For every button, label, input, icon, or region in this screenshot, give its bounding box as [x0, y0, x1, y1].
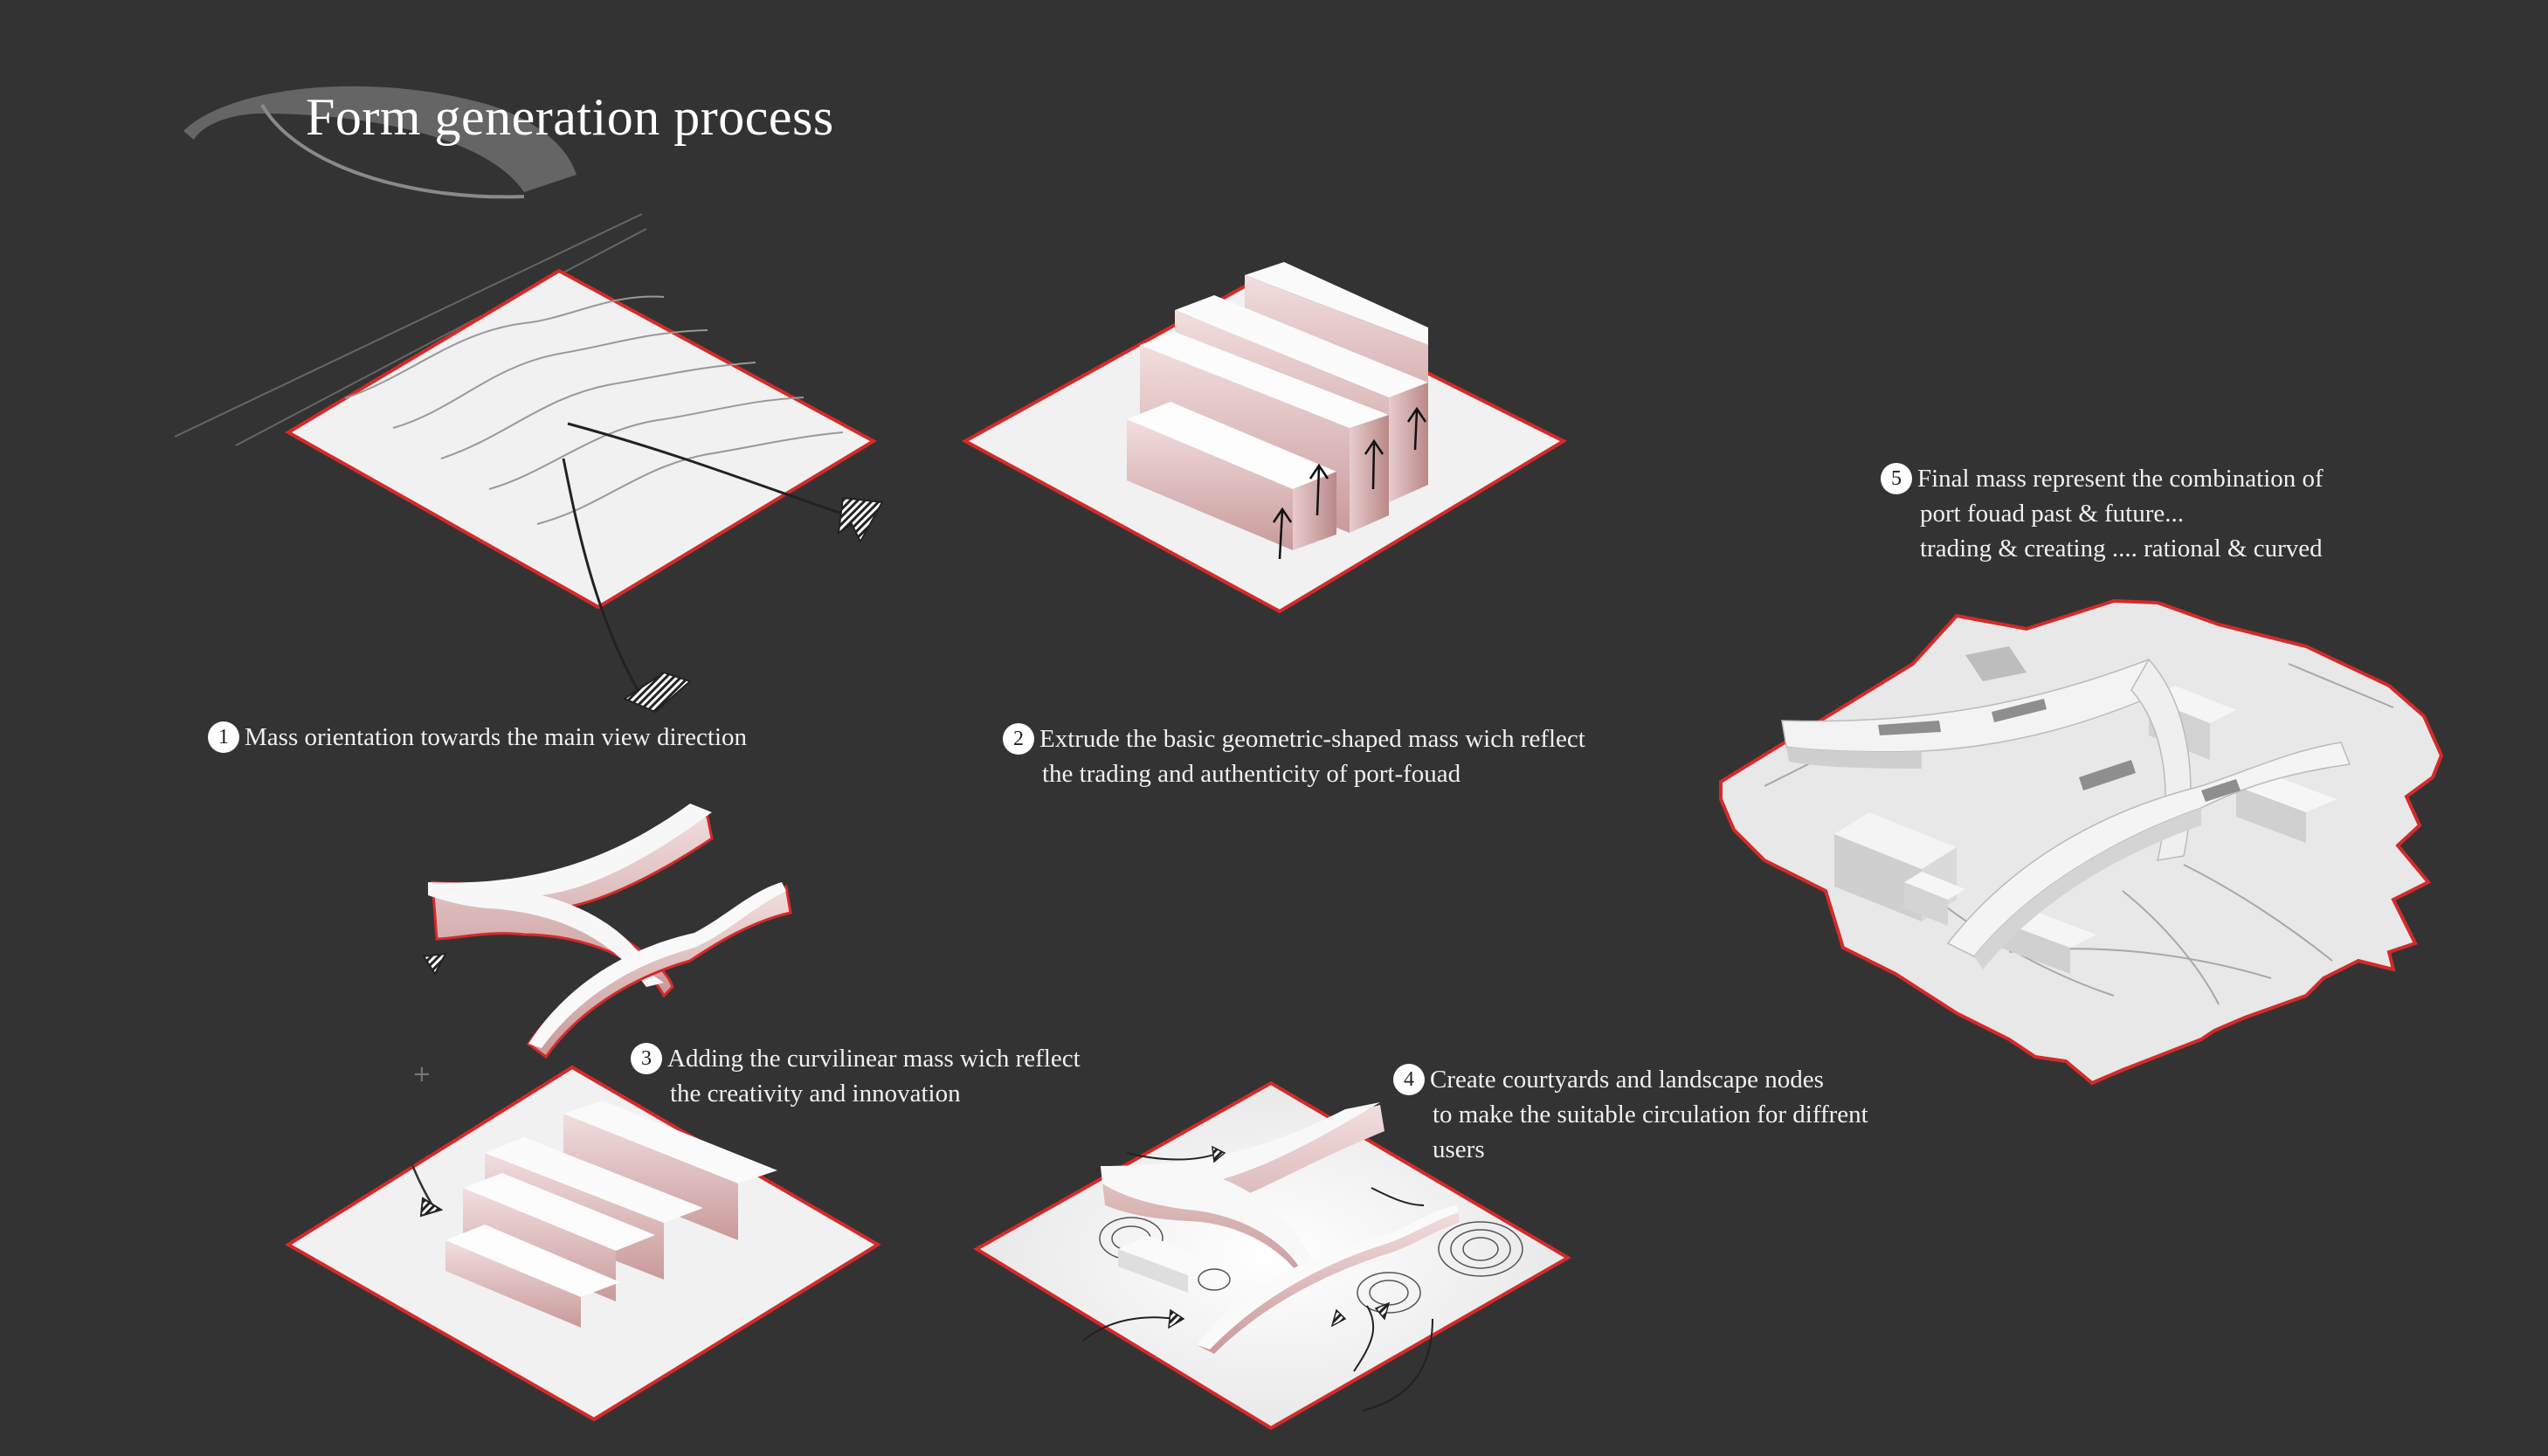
step-5-line-2: port fouad past & future...	[1920, 500, 2185, 528]
step-5-line-1: Final mass represent the combination of	[1917, 465, 2324, 493]
step-2-line-1: Extrude the basic geometric-shaped mass …	[1039, 725, 1585, 753]
step-5-line-3: trading & creating .... rational & curve…	[1920, 535, 2323, 563]
plus-marker-icon: +	[412, 1061, 432, 1087]
step-2-extruded-masses	[961, 262, 1568, 614]
title-swoosh-decoration	[183, 86, 577, 199]
step-number-badge: 4	[1393, 1064, 1425, 1096]
step-3-curvilinear-mass: +	[285, 804, 881, 1422]
step-4-line-1: Create courtyards and landscape nodes	[1430, 1066, 1824, 1094]
hatched-arrowhead-icon	[422, 952, 447, 976]
step-number-badge: 1	[208, 721, 239, 754]
hatched-arrowhead-icon	[419, 1197, 444, 1218]
insert-arrow-line	[392, 951, 442, 1206]
hatched-arrowhead-icon	[837, 496, 884, 544]
step-2-line-2: the trading and authenticity of port-fou…	[1042, 760, 1461, 789]
step-number-badge: 2	[1003, 723, 1034, 756]
step-1-site-plate	[285, 268, 884, 714]
step-5-final-mass	[1719, 598, 2444, 1086]
view-direction-guides	[174, 213, 647, 446]
step-4-courtyards	[973, 1080, 1571, 1431]
hatched-arrowhead-icon	[1168, 1145, 1391, 1329]
orientation-arrow-line	[567, 422, 848, 517]
step-4-line-2: to make the suitable circulation for dif…	[1433, 1101, 1868, 1129]
contour-lines	[344, 295, 844, 525]
hatched-arrowhead-icon	[622, 671, 692, 714]
page-title: Form generation process	[306, 88, 834, 146]
step-number-badge: 5	[1881, 463, 1912, 495]
circulation-arrows	[1082, 1152, 1433, 1411]
step-3-line-1: Adding the curvilinear mass wich reflect	[667, 1045, 1081, 1073]
extrusion-arrows	[1272, 406, 1427, 560]
step-3-line-2: the creativity and innovation	[670, 1080, 961, 1108]
step-4-line-3: users	[1433, 1135, 1485, 1164]
step-1-line-1: Mass orientation towards the main view d…	[245, 723, 748, 751]
step-number-badge: 3	[631, 1043, 662, 1075]
orientation-arrow-line-2	[562, 458, 639, 691]
